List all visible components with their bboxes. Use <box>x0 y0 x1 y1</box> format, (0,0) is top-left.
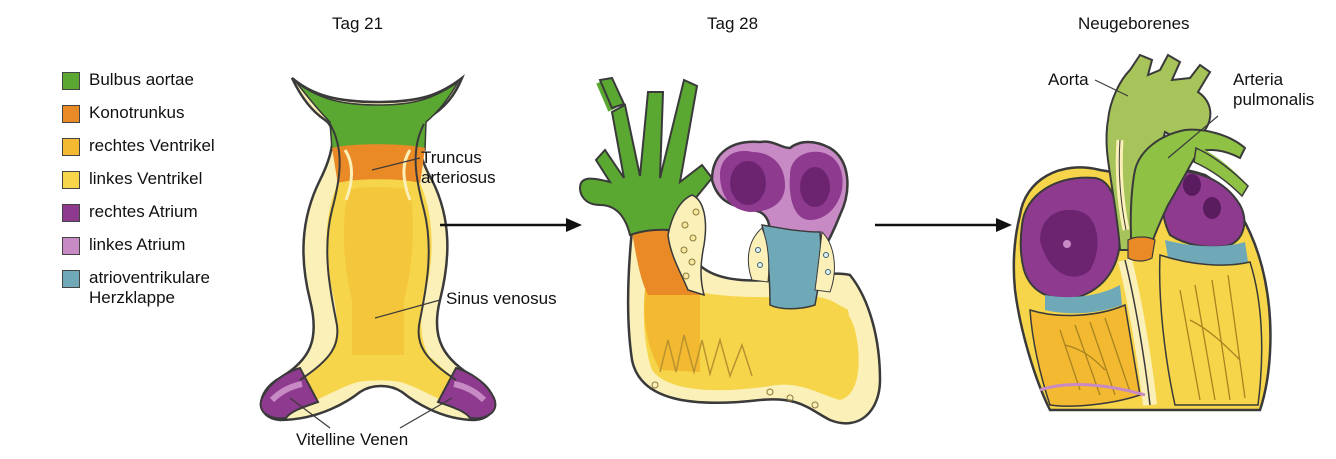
legend-label: rechtes Ventrikel <box>89 136 215 156</box>
heart-tube-day21 <box>261 78 496 428</box>
heading-day21: Tag 21 <box>332 14 383 34</box>
label-truncus-arteriosus: Truncus arteriosus <box>421 148 531 188</box>
label-aorta: Aorta <box>1048 70 1089 90</box>
legend-swatch <box>62 171 80 189</box>
left-ventricle <box>1160 255 1262 405</box>
newborn-heart <box>1014 55 1271 410</box>
legend-item: linkes Atrium <box>62 235 262 268</box>
arrow-day28-to-newborn <box>875 218 1012 232</box>
legend-item: atrioventrikulare Herzklappe <box>62 268 262 312</box>
legend-swatch <box>62 72 80 90</box>
label-sinus-venosus: Sinus venosus <box>446 289 557 309</box>
legend-item: rechtes Ventrikel <box>62 136 262 169</box>
legend-item: Konotrunkus <box>62 103 262 136</box>
label-pulmonalis-text: Arteria pulmonalis <box>1233 70 1314 109</box>
legend-label: Bulbus aortae <box>89 70 194 90</box>
legend-item: rechtes Atrium <box>62 202 262 235</box>
looped-heart-day28 <box>580 78 880 423</box>
heading-newborn: Neugeborenes <box>1078 14 1190 34</box>
legend-item: linkes Ventrikel <box>62 169 262 202</box>
legend-label: linkes Ventrikel <box>89 169 202 189</box>
label-truncus-text: Truncus arteriosus <box>421 148 496 187</box>
legend-label: atrioventrikulare Herzklappe <box>89 268 249 308</box>
legend-item: Bulbus aortae <box>62 70 262 103</box>
legend-swatch <box>62 204 80 222</box>
legend-label: rechtes Atrium <box>89 202 198 222</box>
legend-label: linkes Atrium <box>89 235 185 255</box>
legend-swatch <box>62 270 80 288</box>
label-vitelline-venen: Vitelline Venen <box>296 430 408 450</box>
legend-swatch <box>62 105 80 123</box>
heading-day28: Tag 28 <box>707 14 758 34</box>
arrow-day21-to-day28 <box>440 218 582 232</box>
label-arteria-pulmonalis: Arteria pulmonalis <box>1233 70 1333 110</box>
legend-swatch <box>62 138 80 156</box>
legend-label: Konotrunkus <box>89 103 184 123</box>
av-canal-day28 <box>762 225 821 309</box>
legend-swatch <box>62 237 80 255</box>
